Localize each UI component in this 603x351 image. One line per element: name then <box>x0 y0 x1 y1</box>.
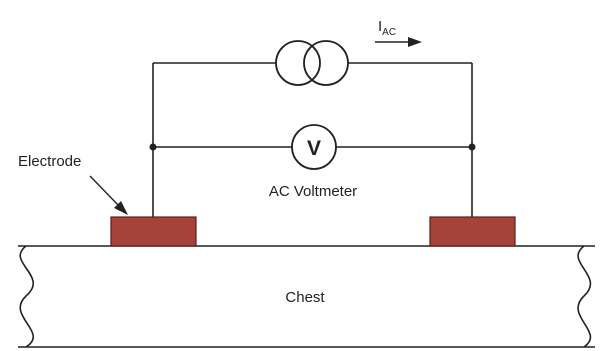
current-label-main: I <box>378 18 382 35</box>
chest-label: Chest <box>285 289 325 306</box>
ac-current-source-icon <box>275 40 349 86</box>
voltmeter-label: AC Voltmeter <box>269 183 357 200</box>
electrode-label: Electrode <box>18 153 81 170</box>
current-label-subscript: AC <box>382 27 396 38</box>
current-label: IAC <box>378 18 396 38</box>
junction-dot-left <box>149 143 157 151</box>
junction-dot-right <box>468 143 476 151</box>
arrow-right-icon <box>375 37 422 47</box>
circuit-wires <box>152 62 473 217</box>
right-electrode <box>429 216 516 247</box>
chest-right-wavy-edge <box>577 245 592 348</box>
voltmeter-symbol: V <box>307 137 321 160</box>
voltmeter-icon: V <box>291 124 337 170</box>
electrode-pointer-arrow <box>89 175 128 215</box>
left-electrode <box>110 216 197 247</box>
chest-left-wavy-edge <box>19 245 34 348</box>
